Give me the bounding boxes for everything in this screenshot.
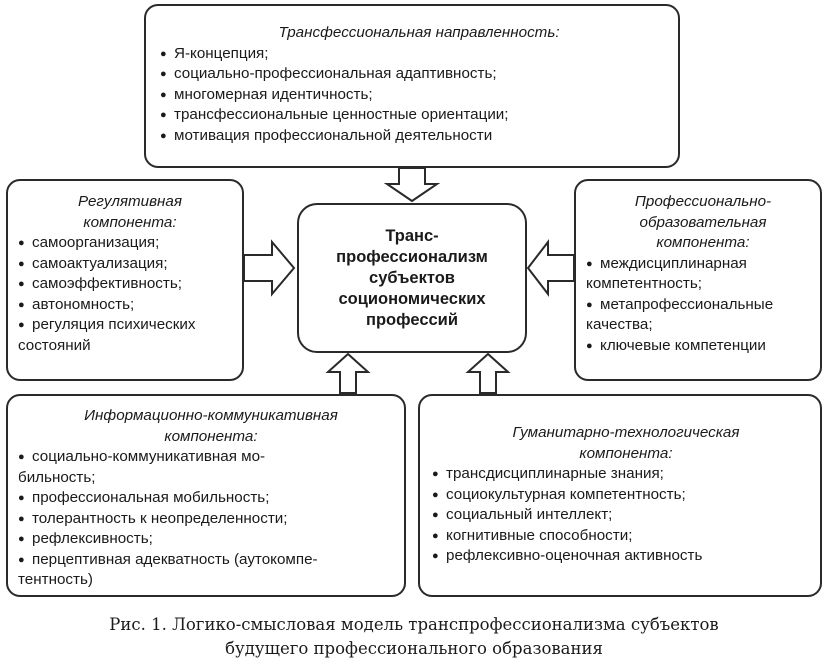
arrow-bottom-left-to-center <box>325 352 371 394</box>
bottom-right-box-humanitarian-technological-component: Гуманитарно-технологическая компонента: … <box>418 394 822 597</box>
list-item: мотивация профессиональной деятельности <box>160 126 678 147</box>
list-item: многомерная идентичность; <box>160 85 678 106</box>
right-box-professional-educational-component: Профессионально- образовательная компоне… <box>574 179 822 381</box>
bottom-left-box-list: социально-коммуникативная мо- <box>18 447 404 468</box>
list-item: трансфессиональные ценностные ориентации… <box>160 105 678 126</box>
list-item: междисциплинарная <box>586 254 820 275</box>
top-box-list: Я-концепция; социально-профессиональная … <box>160 44 678 147</box>
arrow-top-to-center <box>383 167 441 203</box>
bottom-right-box-title-line1: Гуманитарно-технологическая <box>512 424 740 441</box>
list-item: самоактуализация; <box>18 254 242 275</box>
list-item: рефлексивность; <box>18 529 404 550</box>
caption-line2: будущего профессионального образования <box>225 639 603 658</box>
arrow-left-to-center <box>243 239 296 297</box>
list-item: Я-концепция; <box>160 44 678 65</box>
list-item: метапрофессиональные <box>586 295 820 316</box>
left-box-title-line2: компонента: <box>83 213 177 231</box>
list-item: социально-коммуникативная мо- <box>18 447 404 468</box>
list-item-continuation: тентность) <box>18 571 93 588</box>
bottom-left-box-title-line1: Информационно-коммуникативная <box>84 407 338 424</box>
figure-caption: Рис. 1. Логико-смысловая модель транспро… <box>0 613 828 661</box>
right-box-title-line2: образовательная <box>639 213 767 231</box>
bottom-left-box-information-communicative-component: Информационно-коммуникативная компонента… <box>6 394 406 597</box>
right-box-list-3: ключевые компетенции <box>586 336 820 357</box>
bottom-left-box-title-line2: компонента: <box>164 427 258 445</box>
caption-line1: Рис. 1. Логико-смысловая модель транспро… <box>109 615 719 634</box>
left-box-title-line1: Регулятивная <box>78 193 182 210</box>
center-title: Транс- профессионализм субъектов соционо… <box>336 226 488 329</box>
list-item-continuation: качества; <box>586 316 653 333</box>
left-box-regulatory-component: Регулятивная компонента: самоорганизация… <box>6 179 244 381</box>
list-item: самоэффективность; <box>18 274 242 295</box>
list-item: толерантность к неопределенности; <box>18 509 404 530</box>
right-box-title-line1: Профессионально- <box>634 193 772 210</box>
list-item: когнитивные способности; <box>432 526 820 547</box>
right-box-title-line3: компонента: <box>656 234 750 251</box>
top-box-title: Трансфессиональная направленность: <box>278 24 560 41</box>
list-item: рефлексивно-оценочная активность <box>432 546 820 567</box>
right-box-list-2: метапрофессиональные <box>586 295 820 316</box>
arrow-bottom-right-to-center <box>465 352 511 394</box>
list-item: трансдисциплинарные знания; <box>432 464 820 485</box>
bottom-right-box-title-line2: компонента: <box>579 444 673 462</box>
list-item: автономность; <box>18 295 242 316</box>
right-box-list: междисциплинарная <box>586 254 820 275</box>
list-item: социокультурная компетентность; <box>432 485 820 506</box>
arrow-right-to-center <box>526 239 575 297</box>
bottom-right-box-list: трансдисциплинарные знания; социокультур… <box>432 464 820 567</box>
list-item: ключевые компетенции <box>586 336 820 357</box>
list-item: социальный интеллект; <box>432 505 820 526</box>
bottom-left-box-list-2: профессиональная мобильность; толерантно… <box>18 488 404 570</box>
list-item: регуляция психических <box>18 315 242 336</box>
top-box-transfessional-orientation: Трансфессиональная направленность: Я-кон… <box>144 4 680 168</box>
center-box-transprofessionalism: Транс- профессионализм субъектов соционо… <box>297 203 527 353</box>
list-item-continuation: бильность; <box>18 468 96 486</box>
list-item: профессиональная мобильность; <box>18 488 404 509</box>
left-box-list: самоорганизация; самоактуализация; самоэ… <box>18 233 242 336</box>
list-item-continuation: состояний <box>18 336 91 354</box>
list-item-continuation: компетентность; <box>586 275 702 292</box>
list-item: перцептивная адекватность (аутокомпе- <box>18 550 404 571</box>
list-item: социально-профессиональная адаптивность; <box>160 64 678 85</box>
list-item: самоорганизация; <box>18 233 242 254</box>
